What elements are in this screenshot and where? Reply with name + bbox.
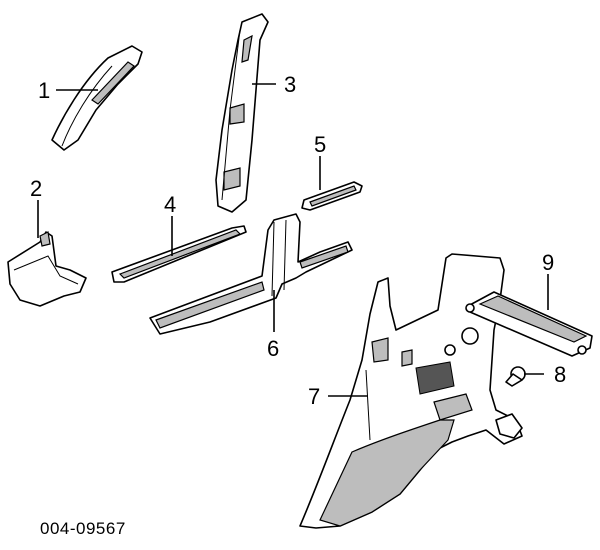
leader-lines [37,83,549,397]
callout-6: 6 [267,336,279,361]
part-9-cargo-shelf [465,291,593,357]
part-2-kick-panel [7,231,87,307]
callout-8: 8 [554,362,566,387]
part-8-fastener [505,366,526,387]
callout-5: 5 [314,132,326,157]
part-1-pillar-trim [51,45,143,151]
figure-code: 004-09567 [40,519,126,538]
callout-7: 7 [308,384,320,409]
part-3-pillar-trim [215,13,269,213]
part-6-sill-assembly [149,213,353,335]
callout-4: 4 [164,192,176,217]
part-7-quarter-trim [299,253,523,529]
callout-3: 3 [284,72,296,97]
callout-9: 9 [542,250,554,275]
callout-2: 2 [30,176,42,201]
callout-labels: 1 2 3 4 5 6 7 8 9 [30,72,566,409]
callout-1: 1 [38,78,50,103]
part-5-trim-strip [301,181,363,211]
part-4-sill-plate [111,225,247,283]
